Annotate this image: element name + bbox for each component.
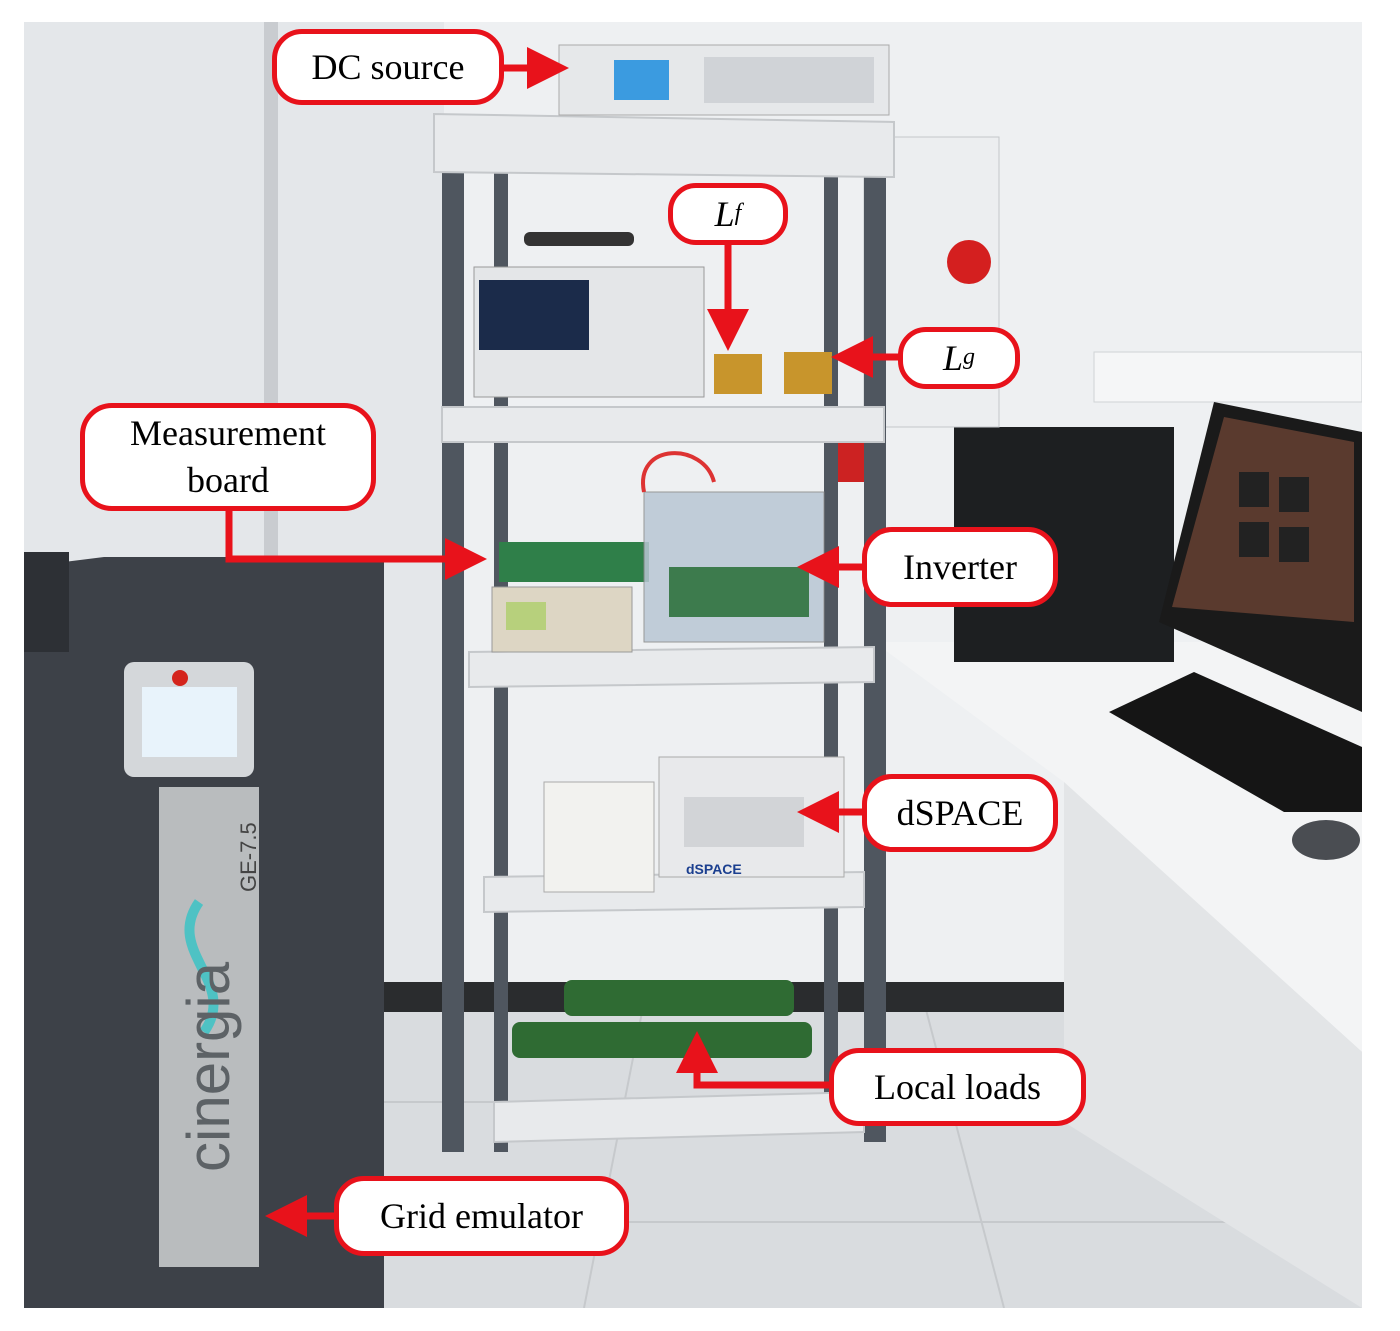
desk-shelf — [1093, 351, 1362, 403]
cabinet-side — [24, 552, 69, 652]
cinergia-wordmark: cinergia — [175, 961, 242, 1172]
keyboard — [1109, 672, 1362, 812]
inductor-lg — [784, 352, 832, 394]
measurement-line2: board — [187, 460, 269, 500]
lab-photo: cinergia GE-7.5 — [24, 22, 1362, 1308]
dspace-logo: dSPACE — [686, 861, 742, 877]
lab-scene: cinergia GE-7.5 — [24, 22, 1362, 1308]
callout-local-loads: Local loads — [829, 1048, 1086, 1126]
measurement-line1: Measurement — [130, 413, 326, 454]
inverter-pcb — [669, 567, 809, 617]
dspace-vent — [684, 797, 804, 847]
callout-dc-source: DC source — [272, 29, 504, 105]
callout-dspace: dSPACE — [862, 774, 1058, 852]
lf-symbol: L — [714, 193, 735, 234]
callout-grid-emulator: Grid emulator — [334, 1176, 629, 1256]
load-resistor-1 — [512, 1022, 812, 1058]
desk-front — [1064, 782, 1362, 1308]
inverter-cable — [641, 451, 716, 493]
lg-subscript: g — [963, 344, 976, 371]
callout-measurement-board: Measurement board — [80, 403, 376, 511]
dc-source-display — [614, 60, 669, 100]
lf-subscript: f — [734, 200, 742, 227]
callout-inverter-text: Inverter — [903, 546, 1017, 587]
lg-symbol: L — [942, 337, 964, 378]
oscilloscope-screen — [479, 280, 589, 350]
callout-local-loads-text: Local loads — [874, 1066, 1041, 1107]
cabinet-estop — [172, 670, 188, 686]
dc-source-keypad — [704, 57, 874, 103]
callout-dspace-text: dSPACE — [896, 792, 1024, 833]
panel-red-switch — [947, 240, 991, 284]
mouse — [1292, 820, 1360, 860]
inductor-lf — [714, 354, 762, 394]
dspace-io-panel — [543, 781, 655, 893]
oscilloscope-handle — [524, 232, 634, 246]
monitor-tiles — [1239, 472, 1309, 562]
cinergia-logo-wave — [184, 899, 219, 1035]
power-supply-display — [506, 602, 546, 630]
callout-grid-emulator-text: Grid emulator — [380, 1195, 583, 1236]
monitor-screen — [1172, 417, 1354, 622]
cabinet-touchscreen — [142, 687, 237, 757]
load-resistor-2 — [564, 980, 794, 1016]
cabinet-model-text: GE-7.5 — [236, 822, 261, 892]
callout-dc-source-text: DC source — [311, 46, 465, 87]
callout-inverter: Inverter — [862, 527, 1058, 607]
measurement-pcb — [499, 542, 649, 582]
